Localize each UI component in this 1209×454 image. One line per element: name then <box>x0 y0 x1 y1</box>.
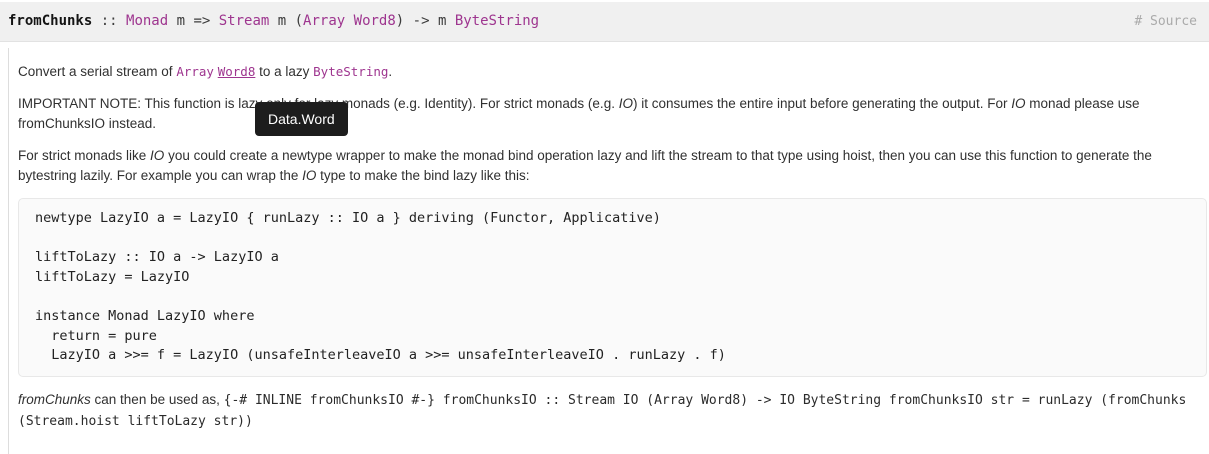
p2-text-2: ) it consumes the entire input before ge… <box>632 96 1012 111</box>
p3-text-3: type to make the bind lazy like this: <box>316 168 530 183</box>
p1-text-2: to a lazy <box>255 64 314 79</box>
type-link-array[interactable]: Array <box>303 13 346 29</box>
sig-separator: :: <box>92 13 127 29</box>
p3-text-2: you could create a newtype wrapper to ma… <box>18 148 1152 183</box>
sig-plain-3 <box>345 13 353 29</box>
p3-io-emphasis-2: IO <box>302 168 317 183</box>
code-block: newtype LazyIO a = LazyIO { runLazy :: I… <box>18 198 1207 377</box>
type-link-monad[interactable]: Monad <box>126 13 169 29</box>
sig-plain-2: m ( <box>269 13 304 29</box>
doc-section: Convert a serial stream of Array Word8 t… <box>8 48 1207 454</box>
doc-paragraph-usage: fromChunks can then be used as, {-# INLI… <box>18 390 1207 432</box>
p3-text-1: For strict monads like <box>18 148 151 163</box>
p1-text-1: Convert a serial stream of <box>18 64 177 79</box>
doc-paragraph-important-note: IMPORTANT NOTE: This function is lazy on… <box>18 94 1207 134</box>
doc-paragraph-strict-monads: For strict monads like IO you could crea… <box>18 146 1207 186</box>
p2-io-emphasis-2: IO <box>1011 96 1026 111</box>
sig-plain-4: ) -> m <box>395 13 455 29</box>
p4-text-1: can then be used as, <box>90 391 224 407</box>
link-tooltip: Data.Word <box>255 102 348 136</box>
bytestring-link[interactable]: ByteString <box>313 64 389 79</box>
doc-paragraph-summary: Convert a serial stream of Array Word8 t… <box>18 62 1207 82</box>
type-link-bytestring[interactable]: ByteString <box>454 13 540 29</box>
sig-plain-1: m => <box>168 13 219 29</box>
p1-text-3: . <box>388 64 393 79</box>
function-signature-bar: fromChunks :: Monad m => Stream m (Array… <box>0 2 1209 42</box>
p4-inline-code: {-# INLINE fromChunksIO #-} fromChunksIO… <box>18 392 1187 429</box>
type-link-stream[interactable]: Stream <box>218 13 270 29</box>
p2-io-emphasis-1: IO <box>618 96 633 111</box>
function-signature: fromChunks :: Monad m => Stream m (Array… <box>8 11 1134 31</box>
p3-io-emphasis-1: IO <box>150 148 165 163</box>
function-name: fromChunks <box>8 13 93 29</box>
type-link-word8[interactable]: Word8 <box>353 13 396 29</box>
p2-text-3: monad please use fromChunksIO instead. <box>18 96 1140 131</box>
array-link[interactable]: Array <box>176 64 214 79</box>
word8-link-hovered[interactable]: Word8 <box>217 64 256 79</box>
source-link[interactable]: # Source <box>1134 14 1197 29</box>
p4-fromchunks-emphasis: fromChunks <box>18 391 91 407</box>
